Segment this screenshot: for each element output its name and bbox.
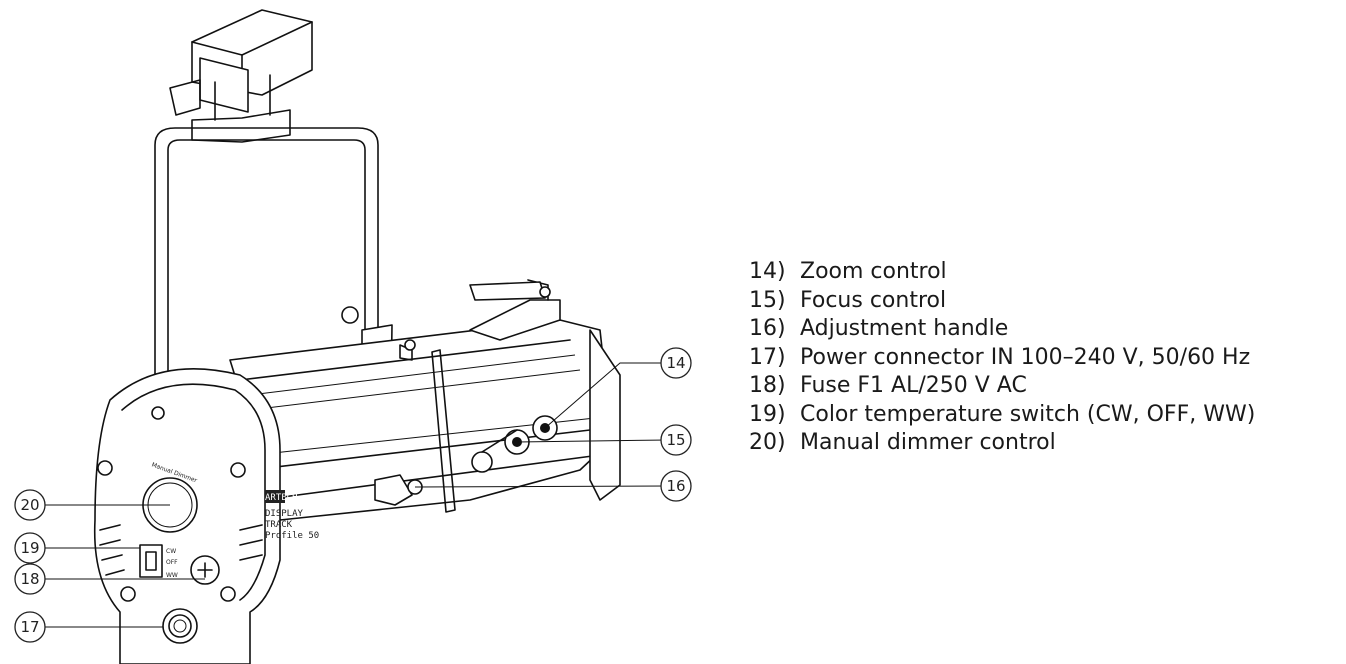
parts-legend: 14) Zoom control 15) Focus control 16) Adju… <box>749 258 1255 458</box>
spotlight-diagram: Manual Dimmer ARTECH DISPLAY TRACK Profi… <box>14 9 692 664</box>
legend-num: 19) <box>749 401 786 427</box>
legend-text: Fuse F1 AL/250 V AC <box>800 373 1027 398</box>
top-hardware <box>341 281 551 361</box>
fuse-holder <box>190 555 220 585</box>
power-connector <box>162 608 198 644</box>
svg-text:WW: WW <box>166 572 178 579</box>
brand-label: ARTECH DISPLAY TRACK Profile 50 <box>265 490 319 541</box>
callout-17: 17 <box>14 611 46 643</box>
spotlight-barrel <box>229 279 621 521</box>
callout-20: 20 <box>14 489 46 521</box>
legend-item-14: 14) Zoom control <box>749 258 1255 287</box>
callout-18-label: 18 <box>20 570 39 588</box>
legend-num: 17) <box>749 344 786 370</box>
legend-item-20: 20) Manual dimmer control <box>749 429 1255 458</box>
profile-text: Profile 50 <box>265 531 319 541</box>
track-text: TRACK <box>265 520 293 530</box>
callout-18: 18 <box>14 563 46 595</box>
svg-text:CW: CW <box>166 548 176 555</box>
legend-num: 16) <box>749 316 786 341</box>
legend-num: 15) <box>749 287 786 313</box>
legend-text: Color temperature switch (CW, OFF, WW) <box>800 401 1256 427</box>
legend-num: 18) <box>749 373 786 398</box>
callout-20-label: 20 <box>20 496 39 514</box>
legend-text: Zoom control <box>800 259 947 284</box>
callout-14-label: 14 <box>666 354 685 372</box>
legend-item-19: 19) Color temperature switch (CW, OFF, WW… <box>749 401 1255 430</box>
legend-num: 14) <box>749 259 786 284</box>
legend-text: Adjustment handle <box>800 316 1009 341</box>
legend-text: Manual dimmer control <box>800 430 1056 455</box>
legend-item-17: 17) Power connector IN 100–240 V, 50/60 H… <box>749 344 1255 373</box>
legend-text: Focus control <box>800 287 947 313</box>
callout-16: 16 <box>660 470 692 502</box>
callout-15-label: 15 <box>666 431 685 449</box>
legend-num: 20) <box>749 430 786 455</box>
svg-text:OFF: OFF <box>166 559 178 566</box>
color-switch: CW OFF WW <box>139 544 178 579</box>
callout-15: 15 <box>660 424 692 456</box>
legend-item-15: 15) Focus control <box>749 287 1255 316</box>
leader-lines <box>42 362 669 628</box>
legend-text: Power connector IN 100–240 V, 50/60 Hz <box>800 344 1251 370</box>
legend-item-18: 18) Fuse F1 AL/250 V AC <box>749 372 1255 401</box>
legend-item-16: 16) Adjustment handle <box>749 315 1255 344</box>
callout-19: 19 <box>14 532 46 564</box>
callout-19-label: 19 <box>20 539 39 557</box>
brand-text: ARTECH <box>265 493 298 503</box>
callout-14: 14 <box>660 347 692 379</box>
track-adapter <box>169 9 313 143</box>
callout-16-label: 16 <box>666 477 685 495</box>
adjustment-handle <box>374 474 423 506</box>
display-text: DISPLAY <box>265 509 304 519</box>
callout-17-label: 17 <box>20 618 39 636</box>
